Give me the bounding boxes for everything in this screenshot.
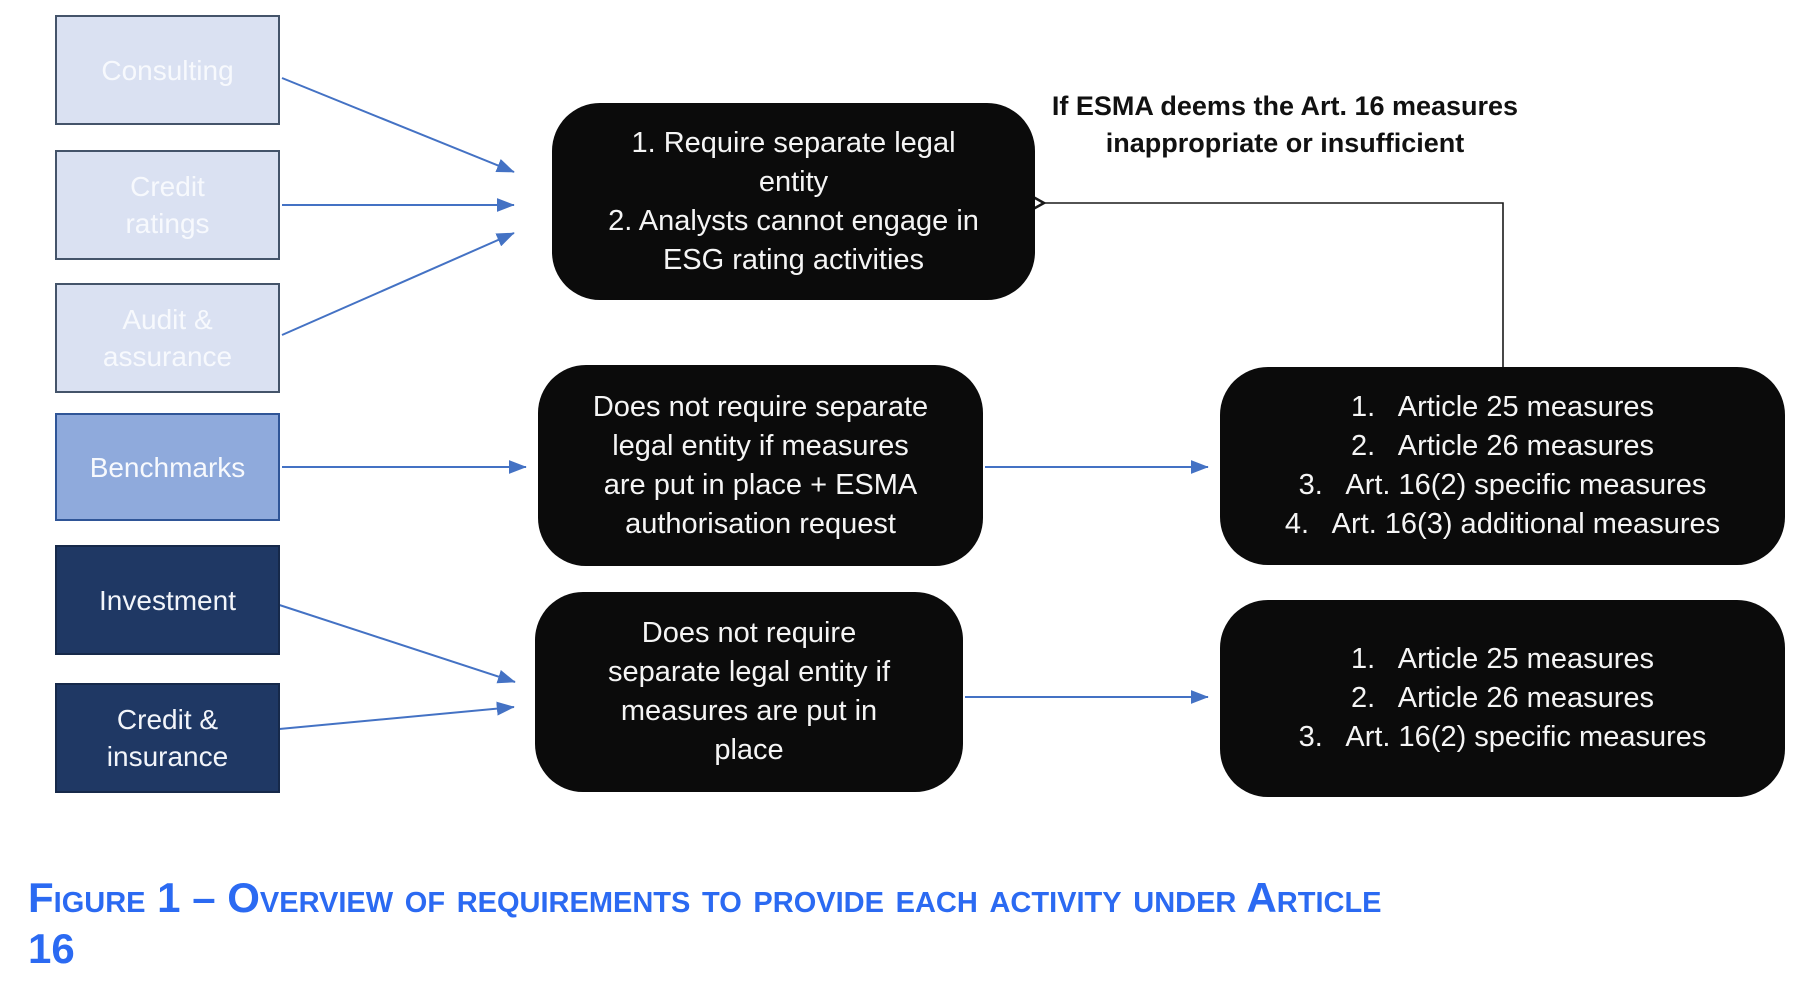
measures-box-full: 1. Article 25 measures 2. Article 26 mea… [1220, 367, 1785, 565]
measure-item: 1. Article 25 measures [1350, 391, 1655, 423]
activity-box-consulting: Consulting [55, 15, 280, 125]
esma-annotation-line: If ESMA deems the Art. 16 measures [1051, 91, 1519, 121]
activity-box-credit-insurance: Credit & insurance [55, 683, 280, 793]
requirement-text: are put in place + ESMA [603, 468, 918, 501]
arrow-credit-insurance-to-no-separate-entity [257, 701, 515, 732]
requirement-box-no-separate-entity-esma: Does not require separate legal entity i… [538, 365, 983, 566]
feedback-connector-esma [1044, 203, 1504, 367]
requirement-text: 2. Analysts cannot engage in [608, 204, 979, 237]
requirement-text: separate legal entity if [607, 656, 891, 688]
requirement-text: 1. Require separate legal [631, 126, 956, 159]
activity-box-audit-assurance: Audit & assurance [55, 283, 280, 393]
measure-item: 4. Art. 16(3) additional measures [1284, 508, 1721, 540]
measures-box-partial: 1. Article 25 measures 2. Article 26 mea… [1220, 600, 1785, 797]
activity-label: insurance [106, 741, 229, 772]
requirement-text: place [714, 734, 784, 766]
measure-item: 2. Article 26 measures [1350, 682, 1655, 714]
activity-label: Credit & [116, 704, 219, 735]
arrow-consulting-to-separate-entity [281, 77, 515, 173]
figure-caption-line: 16 [28, 925, 75, 972]
measure-item: 3. Art. 16(2) specific measures [1298, 721, 1707, 753]
requirement-text: ESG rating activities [662, 243, 925, 276]
activity-label: Credit [130, 171, 205, 202]
requirement-text: measures are put in [620, 695, 878, 727]
arrow-investment-to-no-separate-entity [257, 597, 516, 684]
activity-label: Consulting [101, 54, 234, 86]
activity-box-benchmarks: Benchmarks [55, 413, 280, 521]
requirement-text: Does not require separate [592, 390, 929, 423]
esma-annotation-line: inappropriate or insufficient [1105, 128, 1465, 158]
requirement-text: authorisation request [625, 507, 896, 540]
activity-box-investment: Investment [55, 545, 280, 655]
measure-item: 1. Article 25 measures [1350, 643, 1655, 675]
activity-label: Investment [99, 584, 236, 616]
requirement-box-no-separate-entity: Does not require separate legal entity i… [535, 592, 963, 792]
requirement-text: legal entity if measures [612, 429, 909, 462]
measure-item: 3. Art. 16(2) specific measures [1298, 469, 1707, 501]
activity-label: assurance [102, 341, 233, 372]
activity-box-credit-ratings: Credit ratings [55, 150, 280, 260]
activity-label: Benchmarks [89, 451, 246, 483]
figure-caption: Figure 1 – Overview of requirements to p… [28, 872, 1588, 974]
activity-label: ratings [125, 208, 210, 239]
esma-annotation: If ESMA deems the Art. 16 measures inapp… [1030, 88, 1540, 162]
requirement-text: Does not require [641, 617, 857, 649]
figure-caption-line: Figure 1 – Overview of requirements to p… [28, 874, 1382, 921]
activity-label: Audit & [122, 304, 213, 335]
arrow-audit-to-separate-entity [281, 232, 515, 336]
requirement-box-separate-entity: 1. Require separate legal entity 2. Anal… [552, 103, 1035, 300]
requirement-text: entity [758, 165, 829, 198]
measure-item: 2. Article 26 measures [1350, 430, 1655, 462]
